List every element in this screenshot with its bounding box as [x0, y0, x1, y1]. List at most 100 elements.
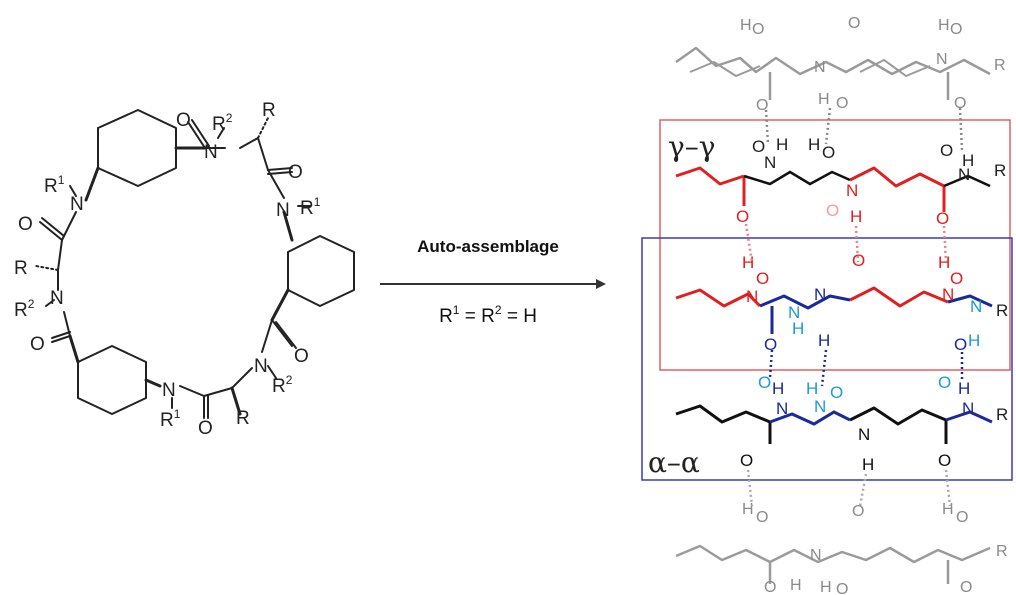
atom-label: R [236, 408, 250, 429]
svg-text:N: N [858, 425, 870, 444]
svg-text:H: H [742, 253, 754, 272]
bond [257, 137, 269, 171]
svg-text:O: O [756, 269, 769, 288]
atom-label: O [294, 346, 309, 367]
atom-label: N [162, 380, 176, 401]
atom-label: R2 [14, 297, 35, 321]
cyclohexane-ring-top-left [97, 109, 177, 187]
bond [63, 311, 71, 337]
gamma-gamma-box [659, 119, 1011, 371]
bond [203, 387, 233, 397]
bond [275, 321, 297, 349]
atom-label: R1 [160, 407, 181, 431]
svg-text:N: N [814, 59, 826, 76]
bond [231, 367, 253, 389]
bond [69, 185, 77, 197]
svg-text:H: H [862, 455, 874, 474]
svg-text:O: O [848, 15, 860, 32]
bond [271, 319, 293, 347]
svg-text:N: N [764, 153, 776, 172]
layer-red-2-atoms: H O N O H O N N N H N R O H O H [742, 251, 1008, 354]
cyclohexane-ring-right [287, 235, 355, 307]
svg-text:N: N [814, 285, 826, 304]
layer-blue-2 [759, 294, 993, 334]
svg-text:O: O [940, 141, 953, 160]
svg-text:N: N [776, 399, 788, 418]
svg-text:H: H [850, 207, 862, 226]
alpha-alpha-label: α–α [648, 446, 700, 479]
svg-text:R: R [994, 57, 1006, 74]
atom-label: R [262, 100, 276, 121]
atom-label: R1 [300, 195, 321, 219]
bond [187, 121, 206, 149]
atom-label: R1 [44, 173, 65, 197]
svg-text:O: O [764, 335, 777, 354]
layer-blue-3 [769, 410, 993, 426]
svg-text:H: H [792, 319, 804, 338]
svg-text:O: O [950, 21, 962, 38]
atom-label: O [288, 162, 303, 183]
bond [257, 117, 269, 139]
bond [267, 365, 277, 379]
svg-text:H: H [790, 577, 802, 594]
svg-text:H: H [740, 17, 752, 34]
svg-text:R: R [996, 405, 1008, 424]
bond [282, 210, 294, 242]
svg-text:H: H [808, 135, 820, 154]
svg-text:N: N [936, 51, 948, 68]
atom-label: N [276, 200, 290, 221]
layer-red-1-atoms: O N H H O O H N R O N H O O [736, 135, 1006, 228]
svg-text:O: O [740, 451, 753, 470]
atom-label: O [18, 214, 33, 235]
svg-text:N: N [962, 399, 974, 418]
atom-label: N [50, 288, 64, 309]
svg-text:H: H [742, 501, 754, 518]
svg-text:O: O [836, 95, 848, 112]
cyclohexane-ring-bottom-left [77, 345, 147, 415]
bond [84, 166, 100, 202]
svg-text:H: H [962, 151, 974, 170]
svg-text:H: H [818, 91, 830, 108]
bond [267, 167, 293, 171]
svg-text:N: N [814, 397, 826, 416]
bond [61, 211, 77, 241]
atom-label: N [204, 142, 218, 163]
bond [51, 335, 71, 343]
svg-text:H: H [776, 135, 788, 154]
bond [239, 137, 259, 149]
bond [267, 171, 293, 175]
svg-text:O: O [756, 509, 768, 526]
bond [179, 385, 205, 397]
reaction-arrow-group: Auto-assemblage R1 = R2 = H [380, 237, 606, 327]
bond [261, 319, 273, 353]
bond [45, 299, 55, 307]
bond [57, 239, 63, 271]
svg-text:H: H [820, 579, 832, 595]
layer-red-2 [675, 286, 949, 308]
svg-text:O: O [956, 509, 968, 526]
svg-text:O: O [950, 269, 963, 288]
layer-top-gray [675, 46, 991, 100]
svg-text:N: N [788, 303, 800, 322]
hydrogen-bonds [744, 107, 964, 507]
atom-label: R2 [212, 111, 233, 135]
svg-text:O: O [938, 373, 951, 392]
macrocycle-labels: O N R2 R O N R1 O N R2 R O N R1 O N R2 R… [14, 100, 321, 439]
layer-bottom-gray [675, 544, 991, 584]
svg-text:H: H [938, 17, 950, 34]
svg-text:N: N [942, 285, 954, 304]
svg-text:N: N [958, 165, 970, 184]
layer-black-3-atoms: O H N H N O O H N R N H O O [740, 373, 1008, 474]
svg-text:O: O [836, 581, 848, 595]
svg-text:O: O [830, 383, 843, 402]
atom-label: R [14, 258, 28, 279]
svg-text:O: O [852, 503, 864, 520]
svg-text:H: H [942, 501, 954, 518]
svg-text:R: R [996, 301, 1008, 320]
bond [217, 127, 225, 139]
svg-text:O: O [954, 335, 967, 354]
reaction-condition: R1 = R2 = H [439, 303, 537, 327]
atom-label: O [176, 110, 191, 131]
